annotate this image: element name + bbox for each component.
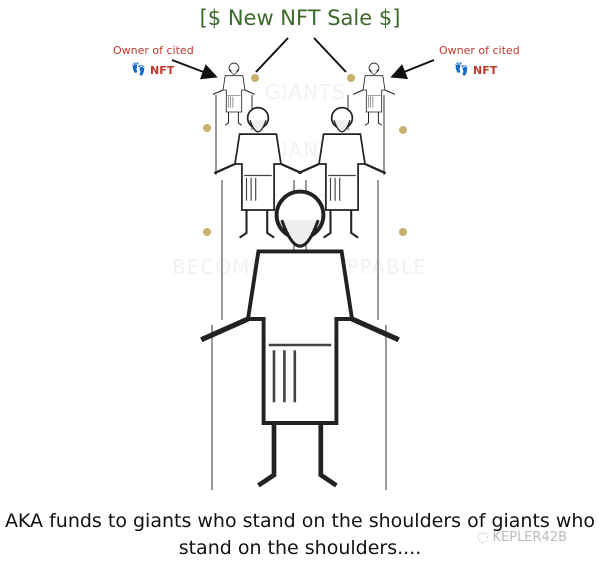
watermark: GIANTS [265, 80, 346, 104]
giants-illustration [171, 37, 435, 490]
caption: AKA funds to giants who stand on the sho… [0, 508, 600, 562]
nft-label-right: NFT [473, 64, 498, 77]
owner-label-right: Owner of cited [439, 44, 520, 57]
brand-text: KEPLER42B [492, 530, 568, 545]
caption-line-2: stand on the shoulders.... [178, 537, 422, 559]
footprints-icon: 👣 [454, 62, 469, 76]
giant-large-center [201, 192, 399, 486]
title: [$ New NFT Sale $] [199, 6, 401, 30]
owner-label-left: Owner of cited [113, 44, 194, 57]
brand-watermark: ◌ KEPLER42B [477, 530, 568, 545]
footprints-icon: 👣 [131, 62, 146, 76]
coin-icons [203, 74, 407, 236]
giant-small-right [352, 62, 396, 126]
nft-label-left: NFT [150, 64, 175, 77]
caption-line-1: AKA funds to giants who stand on the sho… [4, 510, 596, 532]
arrows [171, 37, 435, 80]
